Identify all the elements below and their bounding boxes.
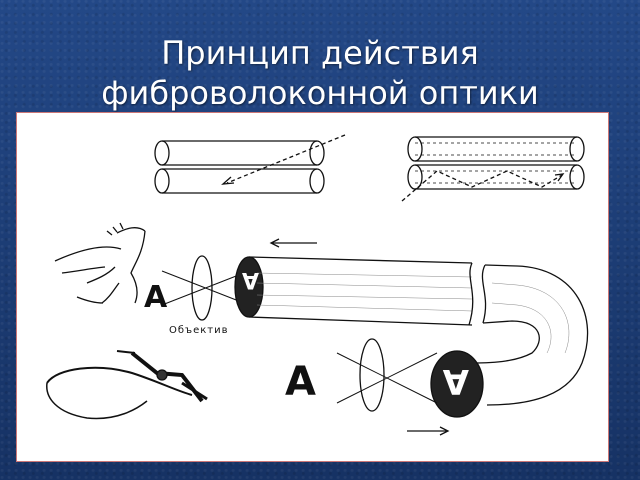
image-letter-inverted: A [242,267,259,292]
fiber-bundle-straight [234,238,487,326]
object-letter: A [144,280,168,315]
title-line-2: фиброволоконной оптики [101,74,539,113]
projected-image-letter-inverted: A [442,361,469,401]
slide-title: Принцип действия фиброволоконной оптики [0,33,640,113]
projected-letter: A [285,359,316,405]
eye-profile [54,222,146,304]
straight-fiber-pair [154,134,346,194]
fiber-optics-diagram: A A A A Объектив [16,112,609,462]
endoscope-illustration [46,350,208,420]
title-line-1: Принцип действия [161,34,479,73]
lens-label: Объектив [169,325,229,336]
second-lens-system [336,338,450,436]
diagram-drawing: A A A A [46,134,589,436]
reflecting-fiber-pair [401,136,585,202]
fiber-bundle-curved [430,264,589,418]
first-lens-system [161,255,250,321]
